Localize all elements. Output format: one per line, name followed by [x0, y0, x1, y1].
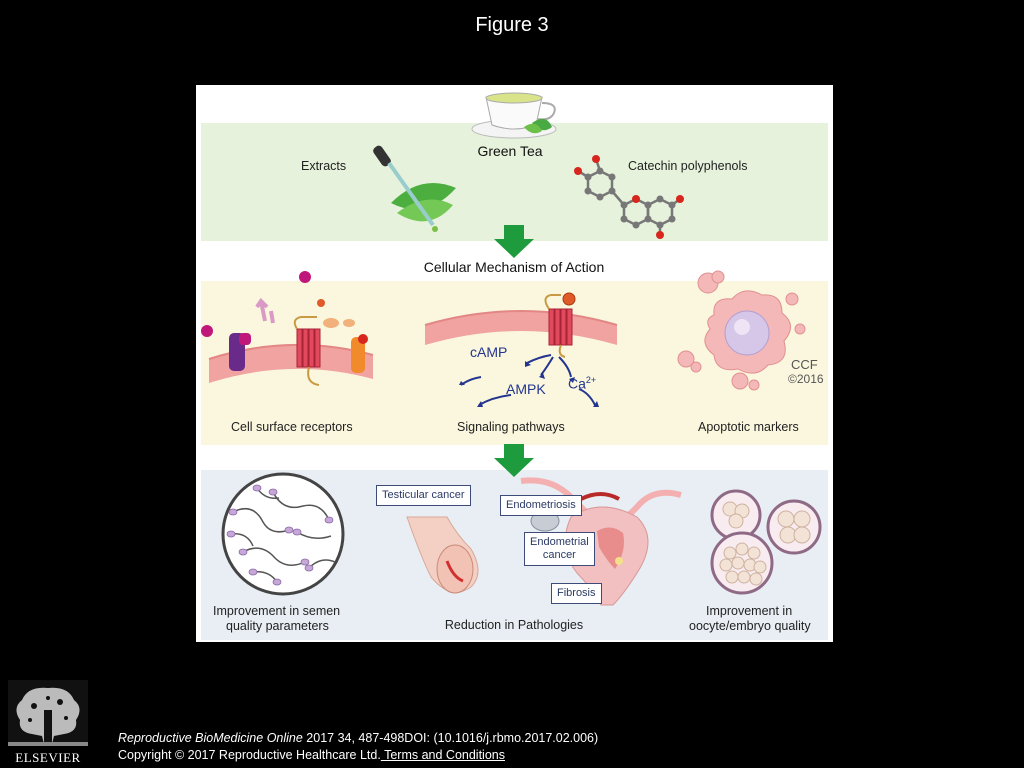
figure-panel: Green Tea Extracts Catechin polyphenols [196, 85, 833, 642]
reproductive-anatomy-illustration [406, 477, 682, 606]
journal-name: Reproductive BioMedicine Online [118, 731, 303, 745]
pathologies-label: Reduction in Pathologies [444, 618, 584, 632]
green-tea-band [201, 123, 828, 241]
citation-line: Reproductive BioMedicine Online 2017 34,… [118, 731, 598, 745]
sperm-magnified-illustration [221, 472, 345, 596]
semen-label-line2: quality parameters [226, 619, 329, 633]
mechanism-title: Cellular Mechanism of Action [423, 259, 605, 275]
copyright-text: Copyright © 2017 Reproductive Healthcare… [118, 748, 381, 762]
oocyte-embryo-illustration [710, 489, 822, 595]
elsevier-wordmark: ELSEVIER [15, 750, 81, 765]
cell-surface-receptors-illustration [201, 271, 374, 386]
panel-label-receptors: Cell surface receptors [231, 420, 353, 434]
dropper-icon [373, 145, 456, 232]
ccf-watermark: CCF [791, 357, 818, 372]
down-arrow-icon [494, 444, 534, 477]
down-arrow-icon [494, 225, 534, 258]
semen-label-line1: Improvement in semen [213, 604, 341, 618]
callout-fibrosis: Fibrosis [551, 583, 602, 604]
catechin-molecule-icon [574, 155, 684, 239]
elsevier-logo-icon [8, 680, 88, 746]
ampk-label: AMPK [506, 381, 546, 397]
copyright-line: Copyright © 2017 Reproductive Healthcare… [118, 748, 505, 762]
apoptotic-cell-illustration [677, 270, 806, 391]
callout-endometrial-cancer: Endometrial cancer [524, 532, 595, 566]
panel-label-signaling: Signaling pathways [457, 420, 565, 434]
callout-testicular-cancer: Testicular cancer [376, 485, 471, 506]
calcium-label: Ca2+ [568, 375, 596, 392]
endometrial-line1: Endometrial [530, 536, 589, 548]
panel-label-apoptotic: Apoptotic markers [698, 420, 799, 434]
oocyte-label-line1: Improvement in [706, 604, 793, 618]
calcium-symbol: Ca [568, 375, 586, 392]
oocyte-label-line2: oocyte/embryo quality [689, 619, 811, 633]
ccf-year-watermark: ©2016 [788, 372, 824, 386]
terms-and-conditions-link[interactable]: Terms and Conditions [380, 748, 505, 762]
signaling-pathways-illustration [424, 292, 618, 407]
extracts-label: Extracts [301, 159, 347, 173]
calcium-charge: 2+ [585, 375, 597, 385]
endometrial-line2: cancer [542, 549, 576, 561]
slide-title: Figure 3 [475, 14, 549, 36]
citation-details: 2017 34, 487-498DOI: (10.1016/j.rbmo.201… [302, 731, 599, 745]
callout-endometriosis: Endometriosis [500, 495, 582, 516]
catechin-label: Catechin polyphenols [628, 159, 748, 173]
tea-cup-icon [471, 92, 557, 139]
camp-label: cAMP [470, 344, 508, 360]
green-tea-title: Green Tea [477, 143, 543, 159]
